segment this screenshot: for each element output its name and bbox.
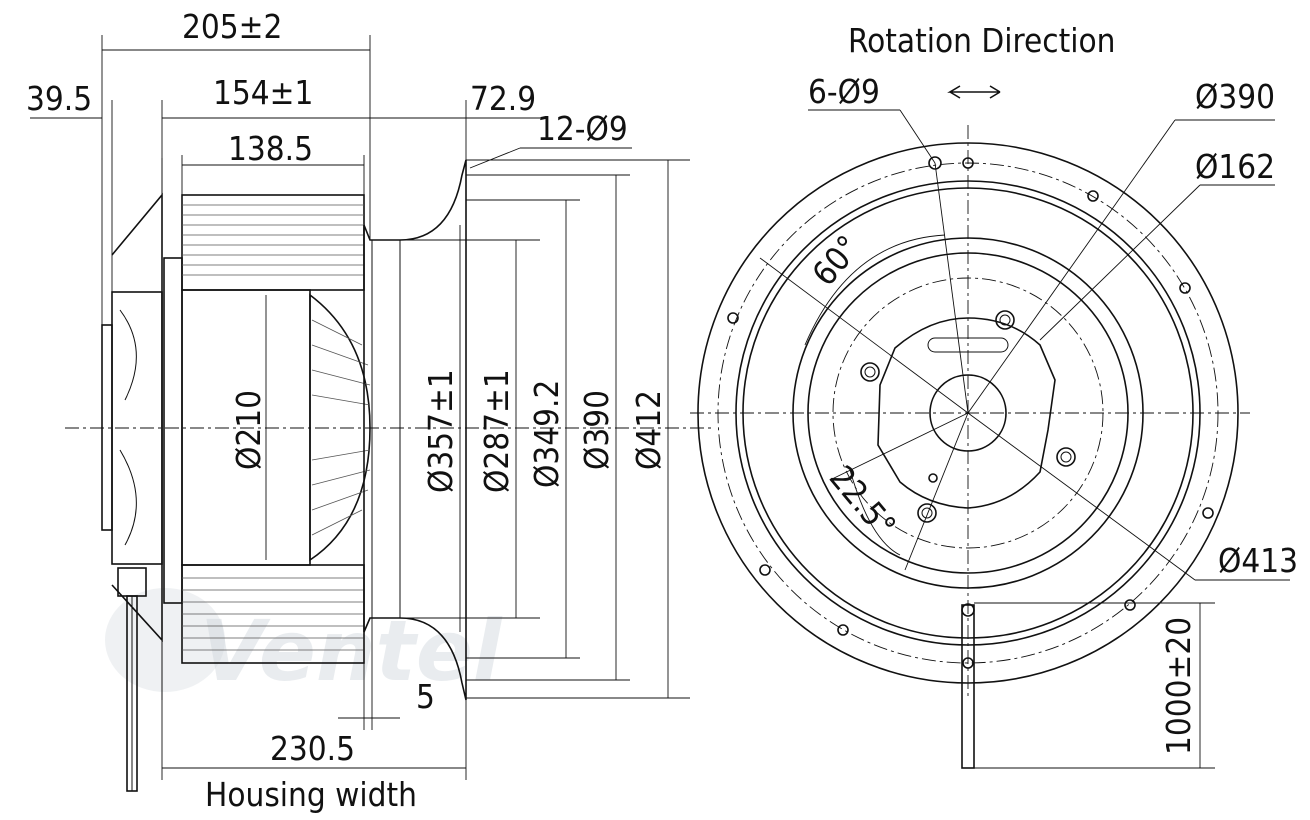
dim-overall-length: 205±2 xyxy=(182,7,282,46)
dim-hub-dia: Ø162 xyxy=(1195,147,1275,186)
dim-front-outer-dia: Ø413 xyxy=(1218,541,1298,580)
front-leader-lines xyxy=(759,109,1290,769)
dim-cable-length: 1000±20 xyxy=(1159,617,1198,755)
dim-bolt-circle: Ø390 xyxy=(577,390,616,470)
side-dimension-lines xyxy=(30,35,690,780)
dim-inlet-dia: Ø357±1 xyxy=(421,369,460,493)
dim-inner-dia: Ø349.2 xyxy=(527,380,566,488)
bolt-circle xyxy=(717,162,1219,664)
motor-mount-holes xyxy=(860,156,1076,523)
rating-label xyxy=(927,337,1009,353)
dim-inlet-depth: 72.9 xyxy=(470,79,536,118)
cable-gland xyxy=(117,567,147,597)
dim-flange-offset: 39.5 xyxy=(26,79,92,118)
dim-blade-width: 138.5 xyxy=(228,129,313,168)
watermark: Ventel xyxy=(105,588,503,700)
side-view: 205±2 39.5 154±1 72.9 138.5 12-Ø9 Ø210 Ø… xyxy=(26,7,715,814)
rotation-direction-title: Rotation Direction xyxy=(848,21,1115,60)
dim-total-width: 230.5 xyxy=(270,729,355,768)
flange-holes xyxy=(727,157,1214,669)
inlet-circle xyxy=(792,237,1144,589)
inner-flange-ring xyxy=(735,180,1201,646)
dim-outer-dia: Ø412 xyxy=(629,390,668,470)
impeller-blades-top xyxy=(181,194,365,291)
dim-mount-holes: 6-Ø9 xyxy=(808,72,880,111)
front-view: Rotation Direction 6-Ø9 Ø390 Ø162 60° 22… xyxy=(690,21,1298,769)
dim-front-bolt-circle: Ø390 xyxy=(1195,77,1275,116)
dim-motor-dia: Ø210 xyxy=(229,390,268,470)
dim-throat-dia: Ø287±1 xyxy=(477,369,516,493)
dim-impeller-width: 154±1 xyxy=(213,73,313,112)
motor-backplate xyxy=(101,324,113,531)
mounting-bracket xyxy=(111,192,163,643)
caption-housing-width: Housing width xyxy=(205,775,417,814)
dim-gap: 5 xyxy=(416,677,435,716)
front-cable xyxy=(961,604,975,769)
watermark-text: Ventel xyxy=(200,602,503,700)
outer-flange-ring xyxy=(697,142,1239,684)
angle-60: 60° xyxy=(804,228,868,293)
dim-flange-holes: 12-Ø9 xyxy=(537,109,628,148)
rotation-arrow-icon xyxy=(947,85,1001,99)
hub-circle xyxy=(929,374,1007,452)
rotor-fins xyxy=(309,293,371,562)
